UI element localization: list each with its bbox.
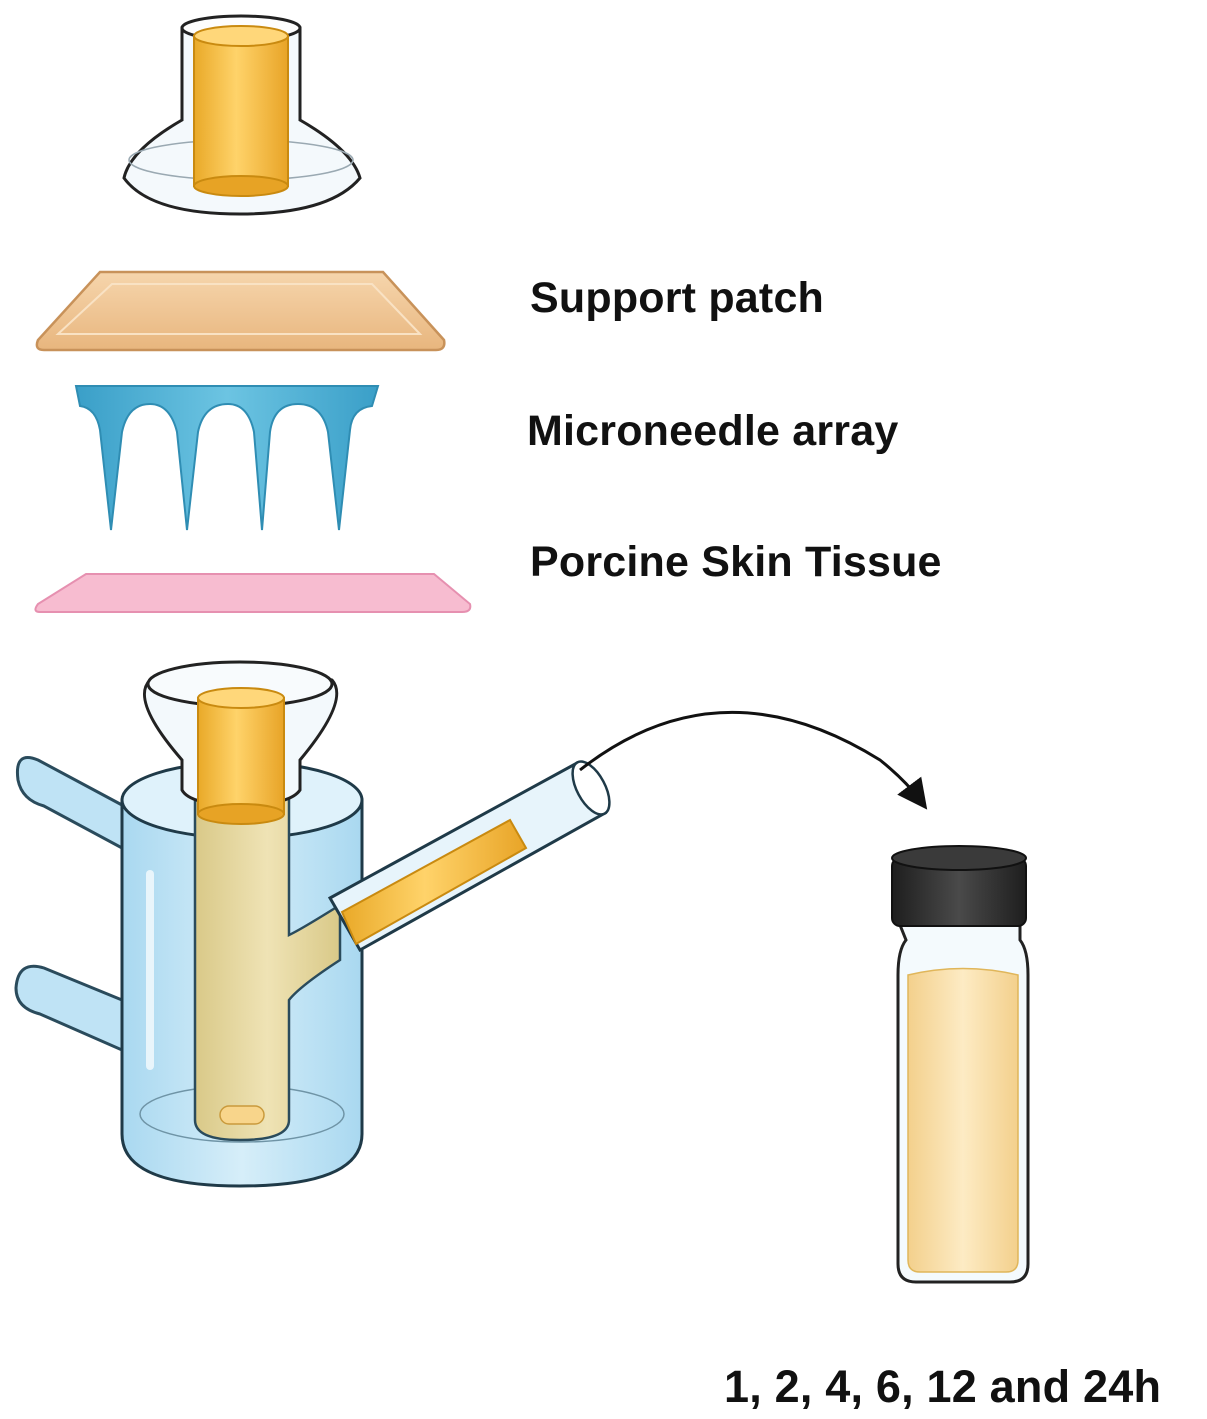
- sampling-times-label: 1, 2, 4, 6, 12 and 24h: [724, 1361, 1162, 1412]
- porcine-skin-label: Porcine Skin Tissue: [530, 538, 942, 586]
- microneedle-array-label: Microneedle array: [527, 407, 899, 455]
- porcine-skin-icon: [34, 573, 472, 613]
- microneedle-array-icon: [74, 385, 380, 531]
- sample-vial-icon: [891, 845, 1030, 1284]
- support-patch-label: Support patch: [530, 274, 825, 322]
- donor-chamber-icon: [122, 14, 362, 216]
- franz-cell-icon: [14, 660, 611, 1188]
- sampling-arrow-icon: [579, 710, 928, 810]
- support-patch-icon: [35, 270, 446, 352]
